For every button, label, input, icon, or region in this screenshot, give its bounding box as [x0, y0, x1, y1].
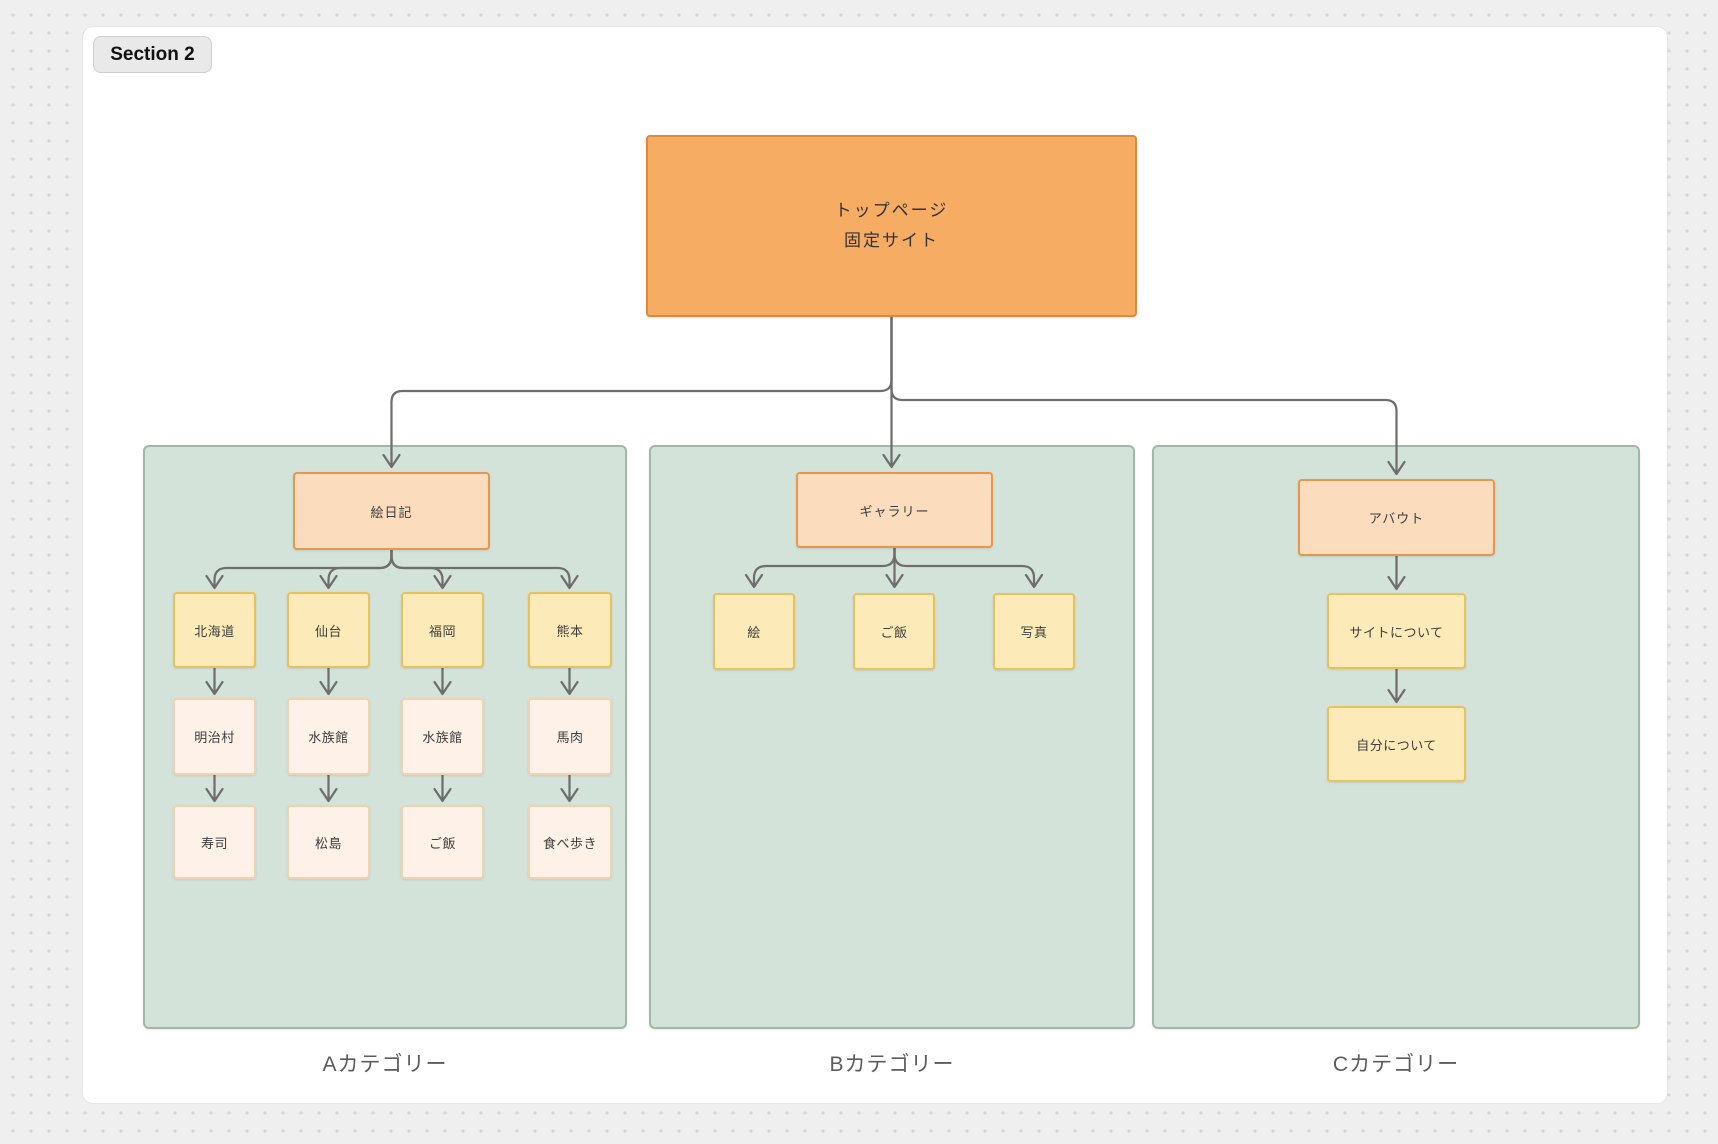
node-c-row1[interactable]: サイトについて: [1327, 593, 1466, 669]
connector-a-col2-row1-row2[interactable]: [319, 666, 338, 696]
section-b-label[interactable]: Bカテゴリー: [829, 1053, 955, 1076]
connector-a-parent-to-col2[interactable]: [319, 548, 393, 590]
connector-a-col1-row2-row3[interactable]: [205, 773, 224, 803]
connector-root-to-c[interactable]: [890, 315, 1406, 476]
section-a-label[interactable]: Aカテゴリー: [322, 1053, 448, 1076]
node-c-row2[interactable]: 自分について: [1327, 706, 1466, 782]
node-a-parent[interactable]: 絵日記: [293, 472, 490, 550]
node-a-row2-col2[interactable]: 水族館: [287, 698, 370, 775]
connector-a-col3-row1-row2[interactable]: [433, 666, 452, 696]
root-node-line2: 固定サイト: [843, 231, 939, 250]
connector-b-parent-to-col3[interactable]: [893, 546, 1044, 589]
node-a-row1-col4[interactable]: 熊本: [528, 592, 612, 668]
node-a-row2-col4[interactable]: 馬肉: [528, 698, 612, 775]
node-b-row1-col1[interactable]: 絵: [713, 593, 795, 670]
connector-a-col1-row1-row2[interactable]: [205, 666, 224, 696]
node-a-row3-col3[interactable]: ご飯: [401, 805, 484, 879]
section-c-label[interactable]: Cカテゴリー: [1332, 1053, 1460, 1076]
node-b-row1-col3[interactable]: 写真: [993, 593, 1075, 670]
root-node-line1: トップページ: [834, 201, 949, 220]
connector-c-row1-row2[interactable]: [1387, 667, 1406, 704]
connector-a-col3-row2-row3[interactable]: [433, 773, 452, 803]
node-a-row1-col1[interactable]: 北海道: [173, 592, 256, 668]
connector-a-parent-to-col4[interactable]: [390, 548, 579, 590]
node-b-row1-col2[interactable]: ご飯: [853, 593, 935, 670]
node-a-row1-col2[interactable]: 仙台: [287, 592, 370, 668]
node-b-parent[interactable]: ギャラリー: [796, 472, 993, 548]
node-a-row3-col1[interactable]: 寿司: [173, 805, 256, 879]
section-tag[interactable]: Section 2: [93, 36, 212, 73]
connector-a-col4-row1-row2[interactable]: [560, 666, 579, 696]
node-a-row2-col1[interactable]: 明治村: [173, 698, 256, 775]
node-top-page[interactable]: トップページ 固定サイト: [646, 135, 1137, 317]
node-a-row1-col3[interactable]: 福岡: [401, 592, 484, 668]
node-c-parent[interactable]: アバウト: [1298, 479, 1495, 556]
connector-c-parent-to-row1[interactable]: [1387, 554, 1406, 591]
connector-a-col4-row2-row3[interactable]: [560, 773, 579, 803]
node-a-row2-col3[interactable]: 水族館: [401, 698, 484, 775]
connector-a-col2-row2-row3[interactable]: [319, 773, 338, 803]
section-tag-label: Section 2: [110, 43, 195, 65]
node-a-row3-col4[interactable]: 食べ歩き: [528, 805, 612, 879]
node-a-row3-col2[interactable]: 松島: [287, 805, 370, 879]
